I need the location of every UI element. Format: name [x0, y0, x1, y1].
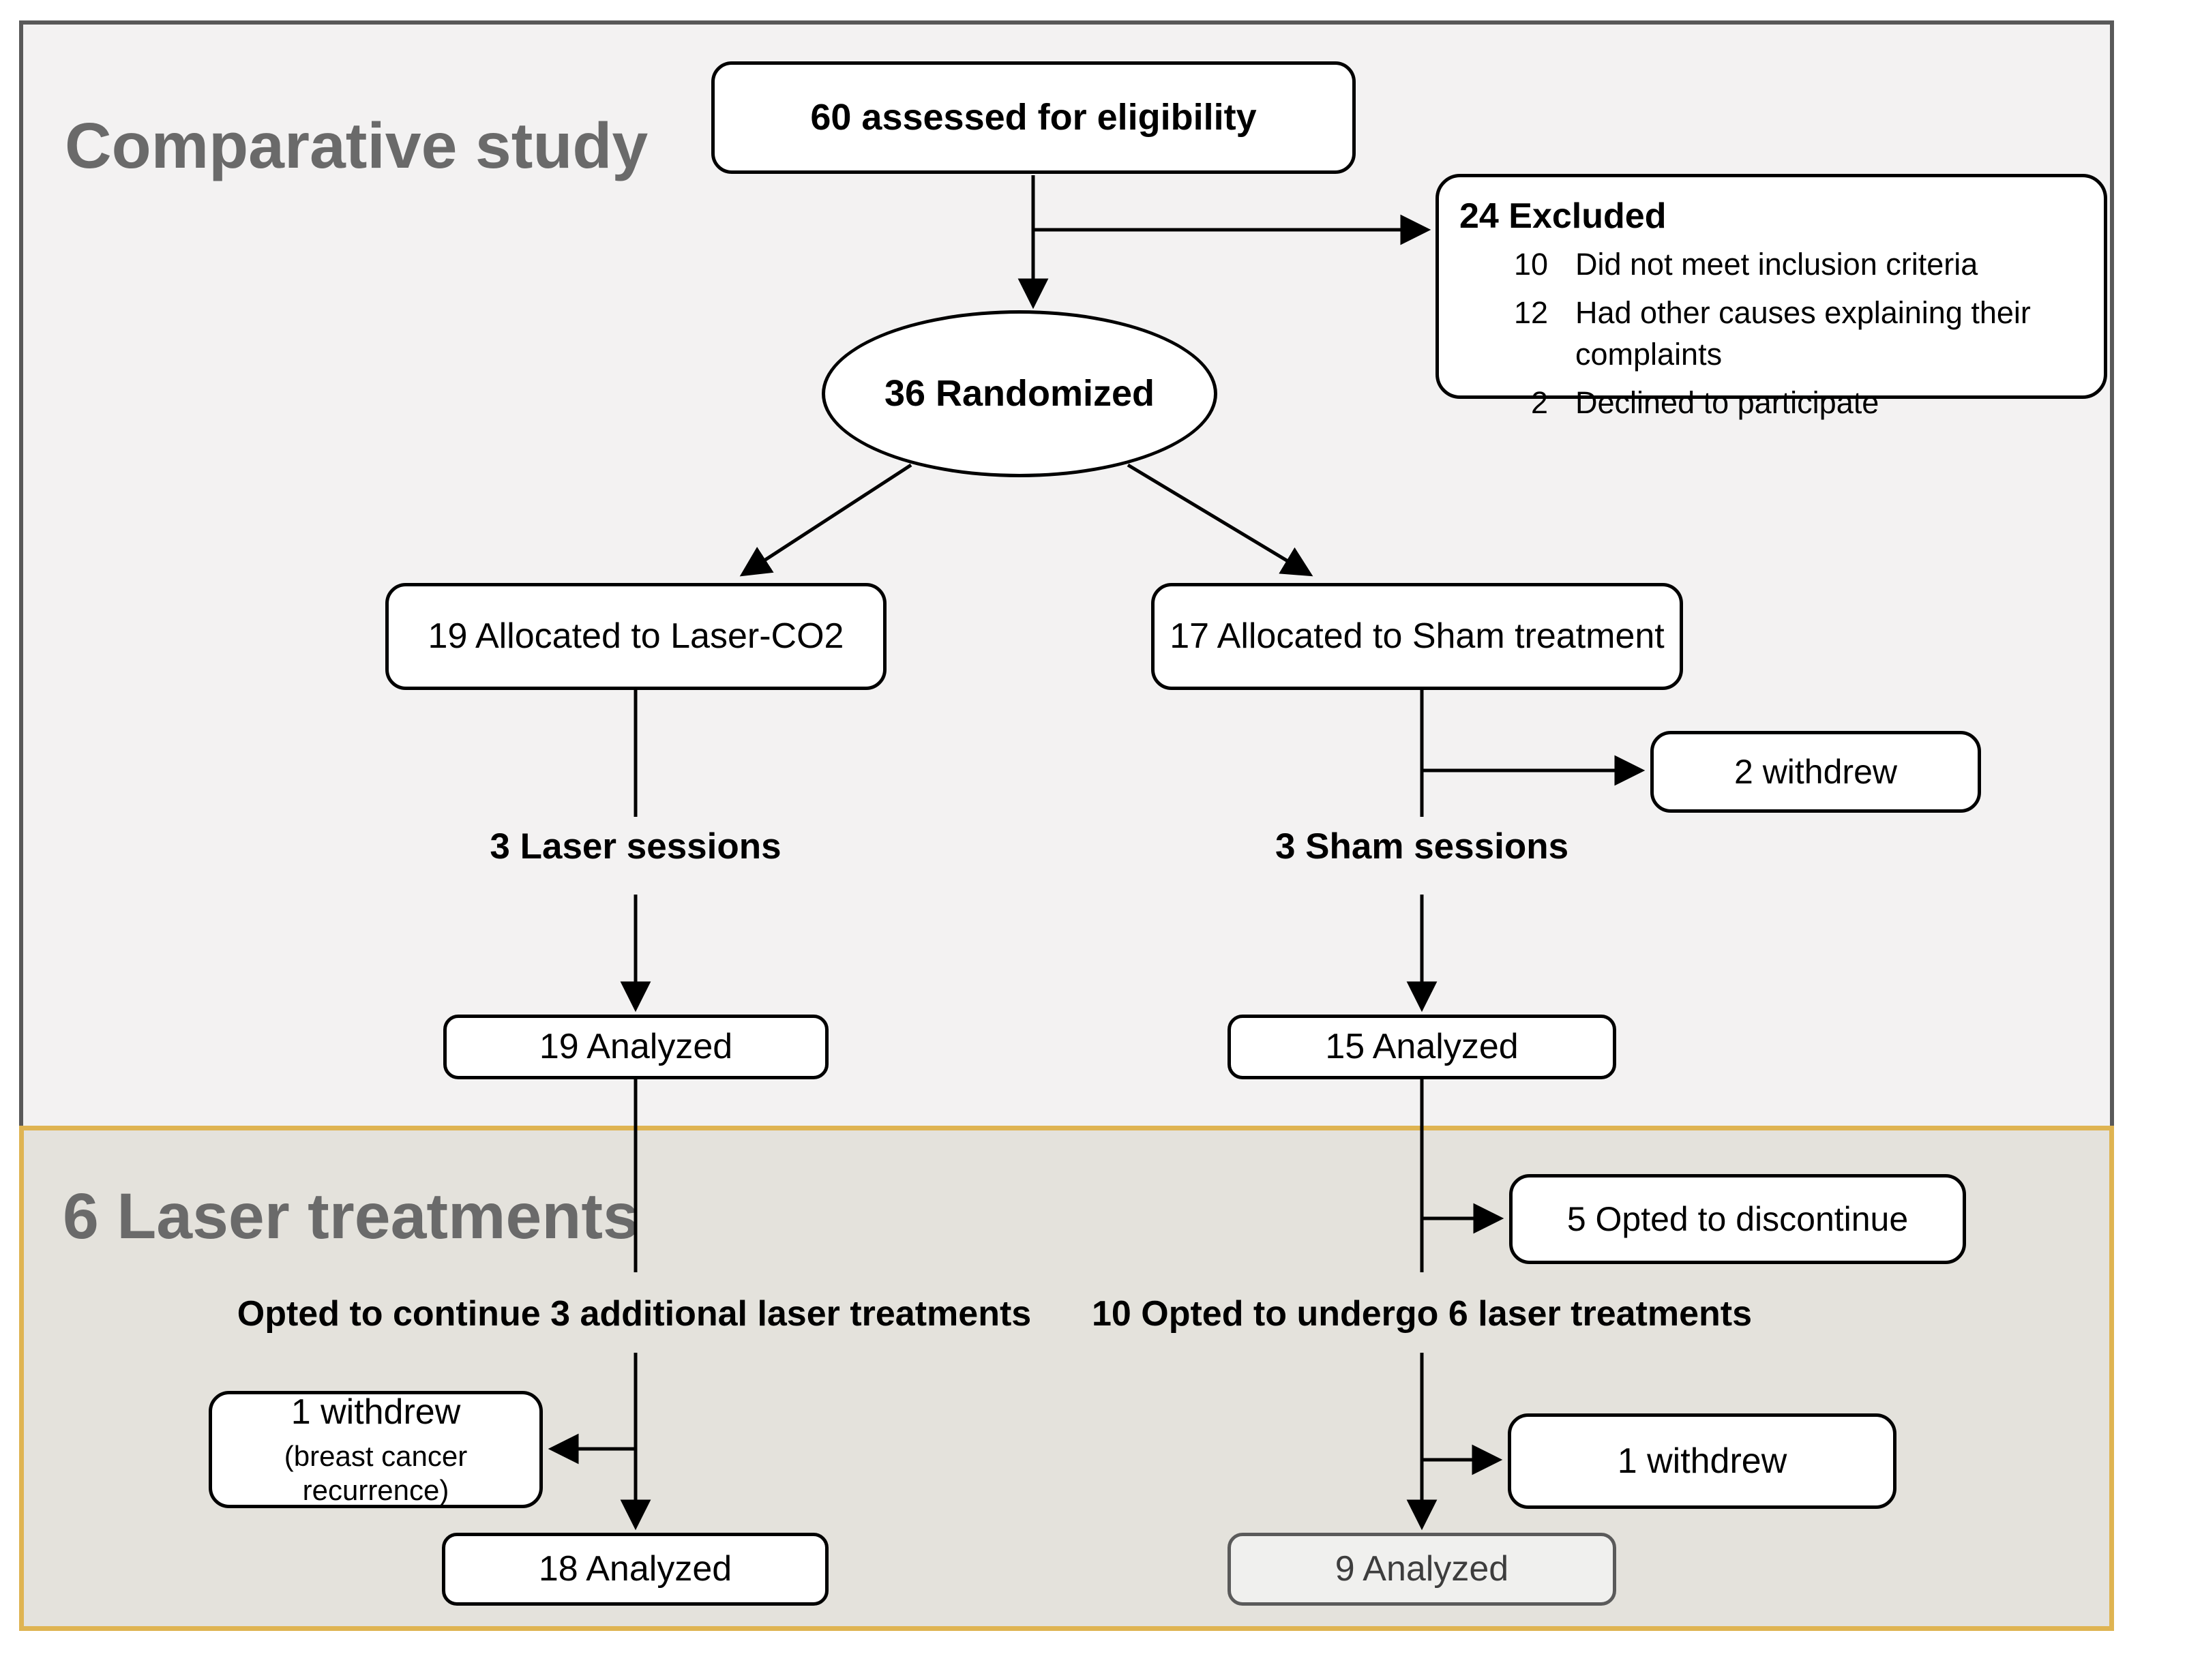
laser-18-analyzed-box: 18 Analyzed [442, 1533, 829, 1606]
sham-1-withdrew-box: 1 withdrew [1508, 1413, 1896, 1509]
laser-continue-label: Opted to continue 3 additional laser tre… [237, 1294, 1032, 1334]
excluded-item: 10 Did not meet inclusion criteria [1513, 247, 1978, 282]
sham-5-discontinued-box: 5 Opted to discontinue [1509, 1174, 1966, 1264]
sham-sessions-label: 3 Sham sessions [1275, 826, 1569, 867]
withdrew-reason: (breast cancer recurrence) [284, 1439, 468, 1507]
six-laser-treatments-title: 6 Laser treatments [63, 1180, 639, 1252]
sham-9-analyzed-box: 9 Analyzed [1228, 1533, 1616, 1606]
sham-undergo-label: 10 Opted to undergo 6 laser treatments [1091, 1294, 1753, 1334]
laser-19-analyzed-box: 19 Analyzed [443, 1015, 829, 1079]
excluded-box: 24 Excluded 10 Did not meet inclusion cr… [1435, 174, 2107, 420]
excluded-title: 24 Excluded [1459, 196, 1667, 236]
laser-sessions-label: 3 Laser sessions [490, 826, 782, 867]
laser-1-withdrew-box: 1 withdrew (breast cancer recurrence) [209, 1391, 543, 1508]
arrow-randomized-to-laser [739, 463, 912, 577]
assessed-box: 60 assessed for eligibility [711, 61, 1356, 174]
laser-allocated-box: 19 Allocated to Laser-CO2 [385, 583, 887, 690]
sham-15-analyzed-box: 15 Analyzed [1228, 1015, 1616, 1079]
top-connectors [739, 175, 1431, 577]
randomized-ellipse: 36 Randomized [822, 310, 1217, 477]
excluded-item: 2 Declined to participate [1530, 385, 1879, 420]
withdrew-count: 1 withdrew [291, 1392, 461, 1432]
excluded-item: 12 Had other causes explaining their com… [1513, 295, 2031, 372]
arrow-randomized-to-sham [1127, 463, 1313, 577]
laser-arm-connectors [548, 690, 651, 1531]
sham-2-withdrew-box: 2 withdrew [1650, 731, 1981, 813]
sham-allocated-box: 17 Allocated to Sham treatment [1151, 583, 1683, 690]
comparative-study-title: Comparative study [65, 110, 649, 182]
sham-arm-connectors [1406, 690, 1646, 1531]
